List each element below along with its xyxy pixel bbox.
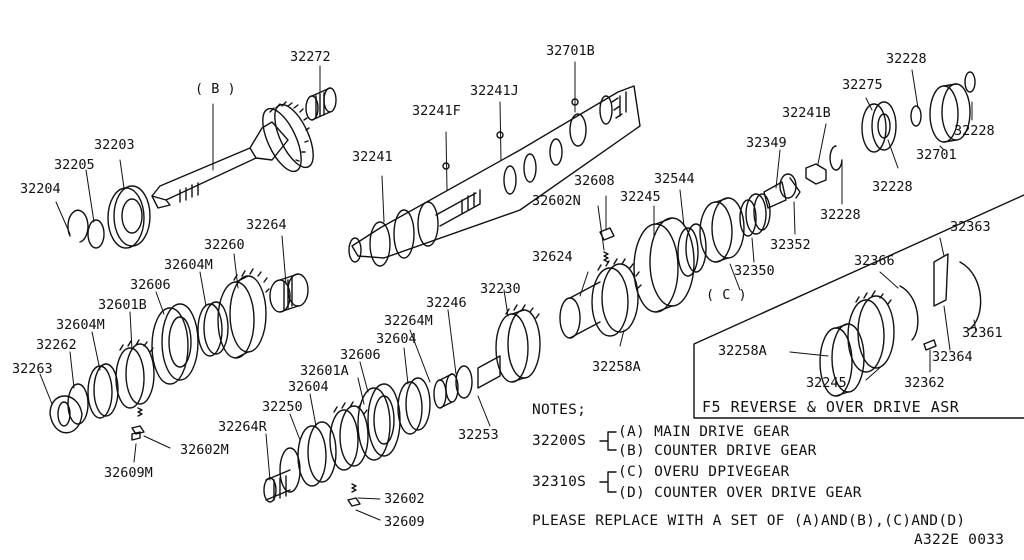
- main-drive-shaft: [151, 101, 314, 209]
- group-label-c: ( C ): [706, 287, 747, 303]
- bearing-32203: [107, 159, 151, 249]
- part-label-32246: 32246: [426, 295, 467, 311]
- shim-32205: [87, 219, 105, 249]
- part-label-32701B: 32701B: [546, 43, 595, 59]
- part-label-32606-b: 32606: [340, 347, 381, 363]
- part-label-32352: 32352: [770, 237, 811, 253]
- inset-label-32361: 32361: [962, 325, 1003, 341]
- part-label-32230: 32230: [480, 281, 521, 297]
- inset-box-f5: [693, 194, 1024, 419]
- part-label-32228-right: 32228: [954, 123, 995, 139]
- needle-bearing-32272: [305, 65, 337, 121]
- part-label-32609M: 32609M: [104, 465, 153, 481]
- snap-ring-32204: [67, 209, 89, 243]
- part-label-32606-a: 32606: [130, 277, 171, 293]
- part-label-32241B: 32241B: [782, 105, 831, 121]
- inset-title: F5 REVERSE & OVER DRIVE ASR: [702, 398, 960, 416]
- part-label-32241J: 32241J: [470, 83, 519, 99]
- part-label-32624: 32624: [532, 249, 573, 265]
- part-label-32604-b: 32604: [288, 379, 329, 395]
- part-label-32204: 32204: [20, 181, 61, 197]
- group-label-b: ( B ): [195, 81, 236, 97]
- notes-set2-d: (D) COUNTER OVER DRIVE GEAR: [618, 485, 862, 501]
- reverse-gear-group: [559, 189, 707, 347]
- part-label-32602N: 32602N: [532, 193, 581, 209]
- part-label-32350: 32350: [734, 263, 775, 279]
- part-label-32263: 32263: [12, 361, 53, 377]
- notes-footer: PLEASE REPLACE WITH A SET OF (A)AND(B),(…: [532, 513, 966, 529]
- counter-gear-left-group: [39, 235, 309, 463]
- inset-label-32364: 32364: [932, 349, 973, 365]
- part-label-32264R: 32264R: [218, 419, 267, 435]
- part-label-32228-top: 32228: [886, 51, 927, 67]
- notes-set1-code: 32200S: [532, 433, 587, 449]
- part-label-32228-mid: 32228: [872, 179, 913, 195]
- part-label-32253: 32253: [458, 427, 499, 443]
- part-label-32205: 32205: [54, 157, 95, 173]
- mainshaft: [348, 61, 641, 267]
- part-label-32602M: 32602M: [180, 442, 229, 458]
- inset-label-32363: 32363: [950, 219, 991, 235]
- diagram-code: A322E 0033: [914, 532, 1005, 548]
- part-label-32241: 32241: [352, 149, 393, 165]
- notes-set2-c: (C) OVERU DPIVEGEAR: [618, 464, 790, 480]
- part-label-32601A: 32601A: [300, 363, 349, 379]
- part-label-32250: 32250: [262, 399, 303, 415]
- part-label-32275: 32275: [842, 77, 883, 93]
- part-label-32349: 32349: [746, 135, 787, 151]
- part-label-32264M: 32264M: [384, 313, 433, 329]
- inset-label-32366: 32366: [854, 253, 895, 269]
- part-label-32262: 32262: [36, 337, 77, 353]
- notes-set2-code: 32310S: [532, 474, 587, 490]
- notes-brackets: [599, 431, 617, 493]
- part-label-32203: 32203: [94, 137, 135, 153]
- part-label-32608: 32608: [574, 173, 615, 189]
- part-label-32602: 32602: [384, 491, 425, 507]
- inset-label-32245: 32245: [806, 375, 847, 391]
- part-label-32601B: 32601B: [98, 297, 147, 313]
- part-label-32258A: 32258A: [592, 359, 641, 375]
- notes-set1-b: (B) COUNTER DRIVE GEAR: [618, 443, 817, 459]
- part-label-32609: 32609: [384, 514, 425, 530]
- part-label-32241F: 32241F: [412, 103, 461, 119]
- overdrive-top-group: [763, 69, 976, 235]
- part-label-32260: 32260: [204, 237, 245, 253]
- gear-set-bottom-group: [263, 289, 541, 521]
- part-label-32272: 32272: [290, 49, 331, 65]
- part-label-32264: 32264: [246, 217, 287, 233]
- counter-overdrive-group: [699, 193, 771, 291]
- inset-label-32362: 32362: [904, 375, 945, 391]
- inset-label-32258A: 32258A: [718, 343, 767, 359]
- part-label-32228-low: 32228: [820, 207, 861, 223]
- part-label-32604M-b: 32604M: [56, 317, 105, 333]
- part-label-32544: 32544: [654, 171, 695, 187]
- part-label-32604M-a: 32604M: [164, 257, 213, 273]
- notes-set1-a: (A) MAIN DRIVE GEAR: [618, 424, 790, 440]
- notes-heading: NOTES;: [532, 402, 587, 418]
- part-label-32604-a: 32604: [376, 331, 417, 347]
- part-label-32245: 32245: [620, 189, 661, 205]
- part-label-32701: 32701: [916, 147, 957, 163]
